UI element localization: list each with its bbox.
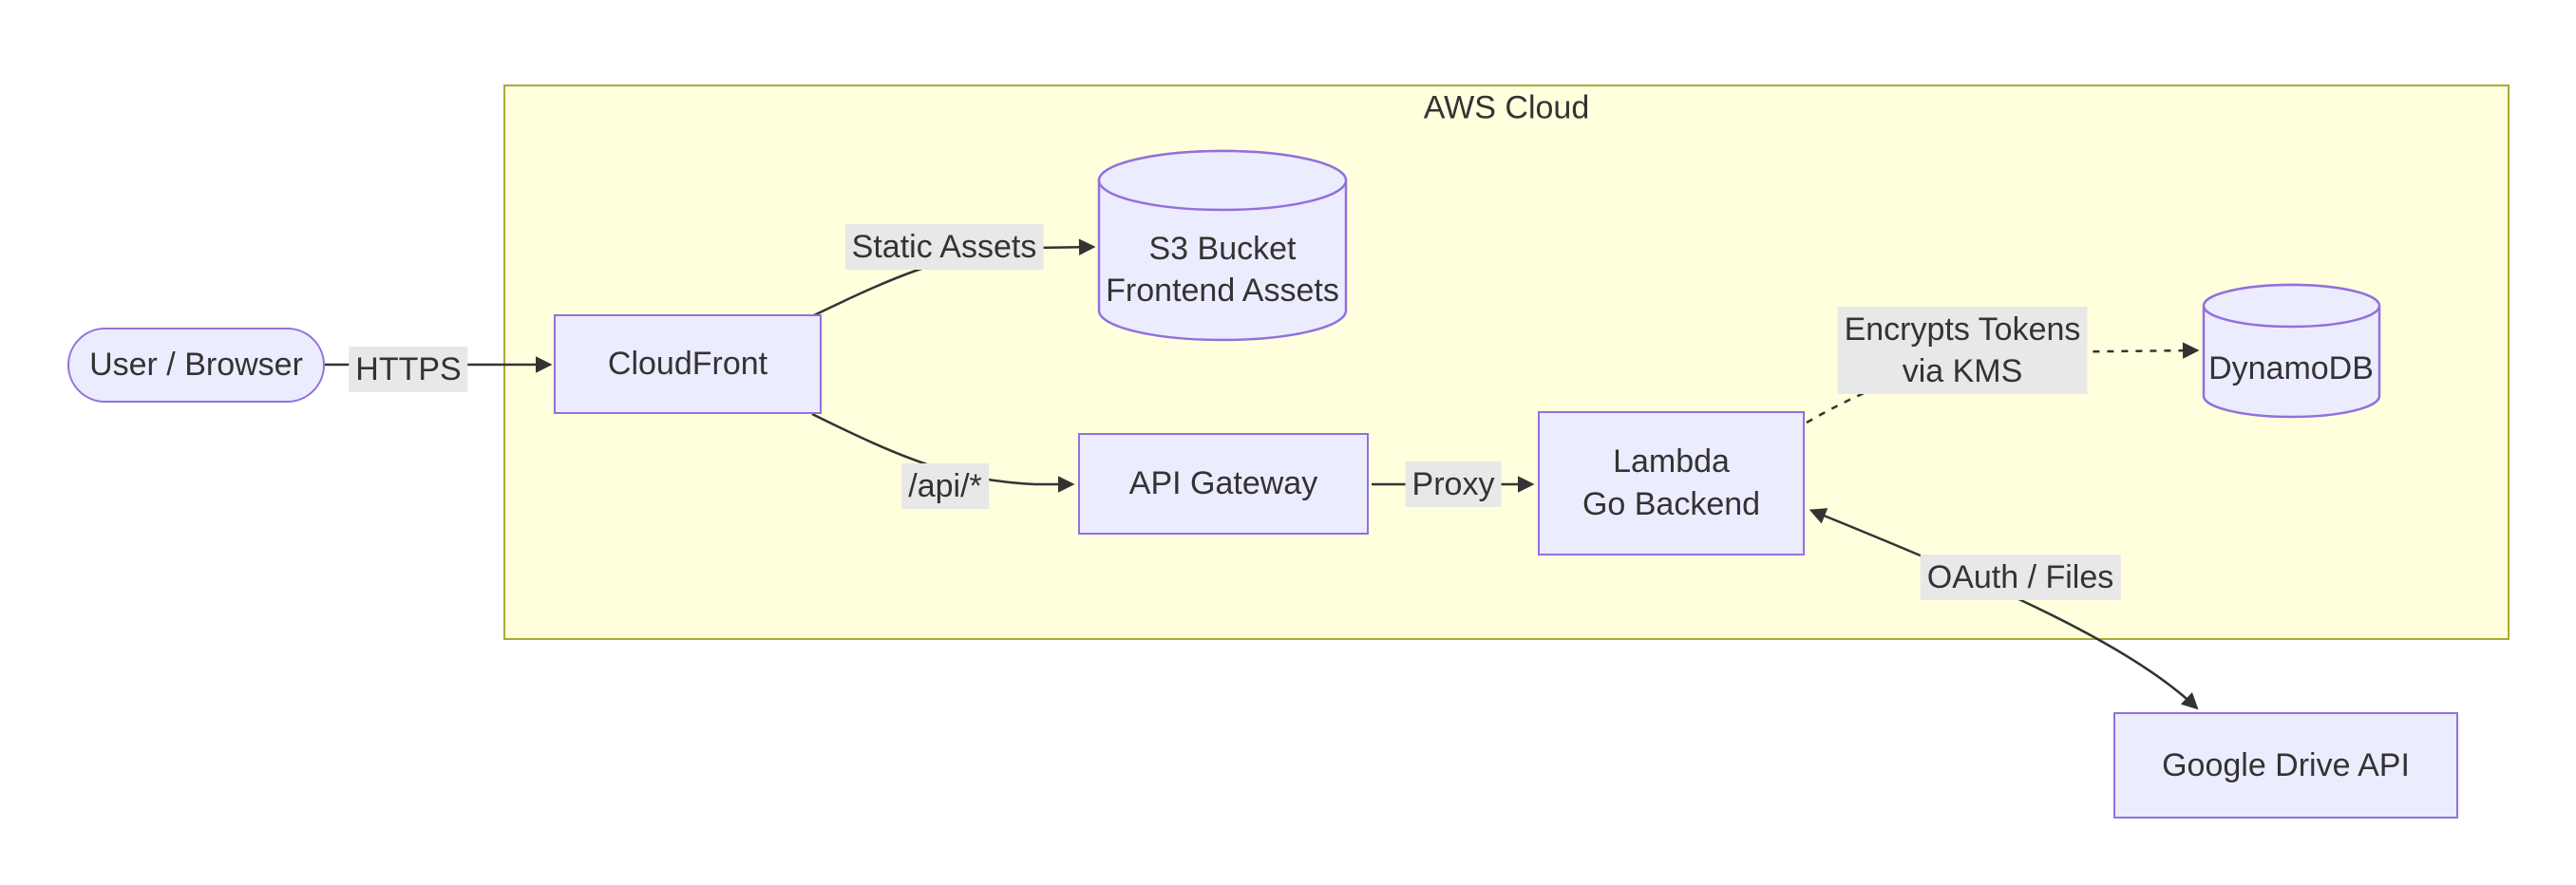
node-s3-line1: S3 Bucket: [1148, 231, 1297, 267]
edge-label-static-assets: Static Assets: [844, 224, 1044, 270]
edge-label-https: HTTPS: [349, 347, 468, 392]
dynamodb-cylinder-shape: [2202, 283, 2381, 419]
node-cloudfront-label: CloudFront: [607, 346, 768, 382]
node-lambda-go-backend: Lambda Go Backend: [1538, 411, 1805, 555]
edge-label-encrypts-tokens: Encrypts Tokens via KMS: [1837, 307, 2088, 394]
node-api-gateway-label: API Gateway: [1128, 465, 1318, 501]
node-google-drive-api: Google Drive API: [2113, 712, 2458, 819]
node-s3-bucket-label: S3 Bucket Frontend Assets: [1106, 228, 1339, 311]
node-s3-line2: Frontend Assets: [1106, 273, 1339, 309]
node-dynamodb-label: DynamoDB: [2208, 350, 2374, 386]
node-lambda-label: Lambda Go Backend: [1582, 441, 1760, 526]
edge-label-api-route: /api/*: [901, 463, 989, 509]
node-user-browser-label: User / Browser: [89, 347, 303, 383]
node-google-drive-api-label: Google Drive API: [2162, 746, 2410, 783]
node-cloudfront: CloudFront: [554, 314, 822, 414]
edge-label-kms-line2: via KMS: [1902, 353, 2023, 389]
edge-label-kms-line1: Encrypts Tokens: [1844, 311, 2081, 348]
edge-lambda-to-googledrive: [1809, 508, 2199, 710]
node-api-gateway: API Gateway: [1078, 433, 1369, 535]
edge-label-proxy: Proxy: [1405, 461, 1502, 507]
node-lambda-line2: Go Backend: [1582, 486, 1761, 522]
node-lambda-line1: Lambda: [1613, 443, 1730, 480]
aws-cloud-title: AWS Cloud: [1423, 89, 1590, 126]
s3-cylinder-shape: [1097, 149, 1348, 342]
node-user-browser: User / Browser: [67, 328, 325, 403]
edge-label-oauth-files: OAuth / Files: [1920, 555, 2121, 600]
